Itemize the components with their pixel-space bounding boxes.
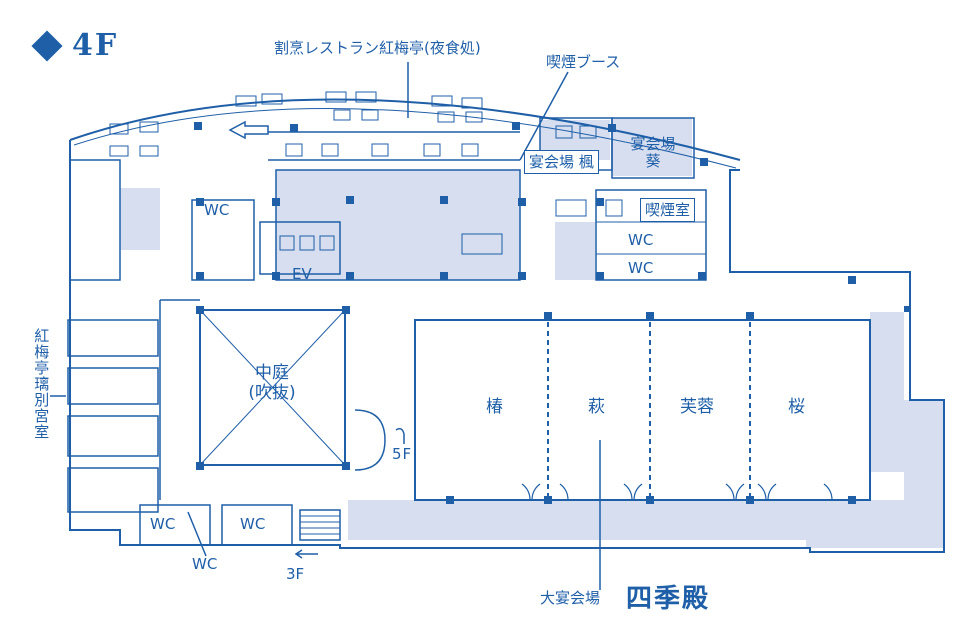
room-fuyo-label: 芙蓉 — [680, 397, 714, 417]
wc-right-2-label: WC — [628, 259, 654, 277]
aoi-outline — [611, 117, 695, 179]
curved-facade-inner — [73, 108, 737, 169]
outer-wall — [69, 140, 945, 553]
wc-bottom-2-label: WC — [240, 515, 266, 533]
to-5f-label: 5F — [392, 445, 413, 463]
grand-hall — [414, 319, 871, 501]
left-upper-rooms — [69, 159, 121, 281]
doors — [521, 483, 833, 501]
wc-bottom-3-label: WC — [192, 555, 218, 573]
stair-well-left — [159, 299, 200, 500]
banquet-aoi-line-1: 宴会場 — [630, 135, 676, 153]
restaurant-label: 割烹レストラン紅梅亭(夜食処) — [274, 39, 481, 57]
banquet-kaede-label: 宴会場 楓 — [524, 150, 599, 174]
stair-to-3f — [299, 509, 341, 541]
wc-block-right — [595, 189, 707, 281]
banquet-aoi-label: 宴会場 葵 — [620, 135, 686, 171]
spiral-stair — [354, 409, 386, 471]
shaded-room — [555, 222, 595, 280]
wc-bottom-box-2 — [221, 504, 293, 546]
wc-bottom-box-1 — [139, 504, 211, 546]
walls — [67, 98, 945, 553]
grand-hall-prefix-label: 大宴会場 — [540, 589, 601, 607]
wc-bottom-leader — [187, 511, 207, 557]
kitchen-outline — [275, 169, 521, 281]
arrow-5f — [395, 427, 405, 444]
courtyard — [199, 309, 346, 466]
smoking-room-label: 喫煙室 — [640, 198, 696, 222]
foyer-corridor — [348, 500, 848, 540]
diamond-icon — [31, 29, 63, 62]
room-sakura-label: 桜 — [788, 397, 805, 417]
right-stair-area — [904, 400, 944, 548]
courtyard-line-1: 中庭 — [255, 363, 289, 383]
aoi-room-fill — [612, 118, 692, 176]
private-room-3 — [67, 415, 159, 457]
restaurant-tables — [109, 91, 623, 255]
banquet-aoi-line-2: 葵 — [645, 152, 661, 171]
room-tsubaki-label: 椿 — [486, 397, 503, 417]
to-3f-label: 3F — [286, 565, 305, 583]
curved-facade — [69, 98, 741, 161]
floor-title: 4F — [31, 28, 119, 63]
smoking-booth-leader — [519, 71, 569, 161]
lower-right-area — [806, 500, 906, 548]
grand-hall-name-label: 四季殿 — [626, 584, 711, 614]
private-room-1 — [67, 319, 159, 357]
wc-upper-left-label: WC — [204, 201, 230, 219]
shaded-left-room — [120, 188, 160, 250]
ev-block — [259, 221, 341, 275]
shaded-areas — [120, 118, 944, 548]
room-hagi-label: 萩 — [588, 397, 605, 417]
courtyard-label: 中庭 (吹抜) — [222, 363, 322, 403]
wc-right-1-label: WC — [628, 231, 654, 249]
private-room-2 — [67, 367, 159, 405]
smoking-booth-label: 喫煙ブース — [546, 53, 621, 71]
arrows — [294, 427, 405, 559]
arrow-3f — [294, 549, 318, 559]
columns — [194, 122, 910, 504]
service-area — [450, 222, 520, 280]
right-corridor — [870, 312, 904, 472]
courtyard-diag-2 — [199, 309, 346, 466]
leader-lines — [50, 62, 601, 590]
wc-bottom-1-label: WC — [150, 515, 176, 533]
wc-upper-left-box — [191, 199, 255, 281]
floor-label: 4F — [72, 28, 119, 63]
private-room-4 — [67, 467, 159, 513]
entrance-arrow — [228, 120, 269, 140]
ev-label: EV — [292, 265, 312, 283]
private-room-label: 紅梅亭璃別宮室 — [32, 328, 51, 440]
courtyard-line-2: (吹抜) — [248, 382, 296, 403]
